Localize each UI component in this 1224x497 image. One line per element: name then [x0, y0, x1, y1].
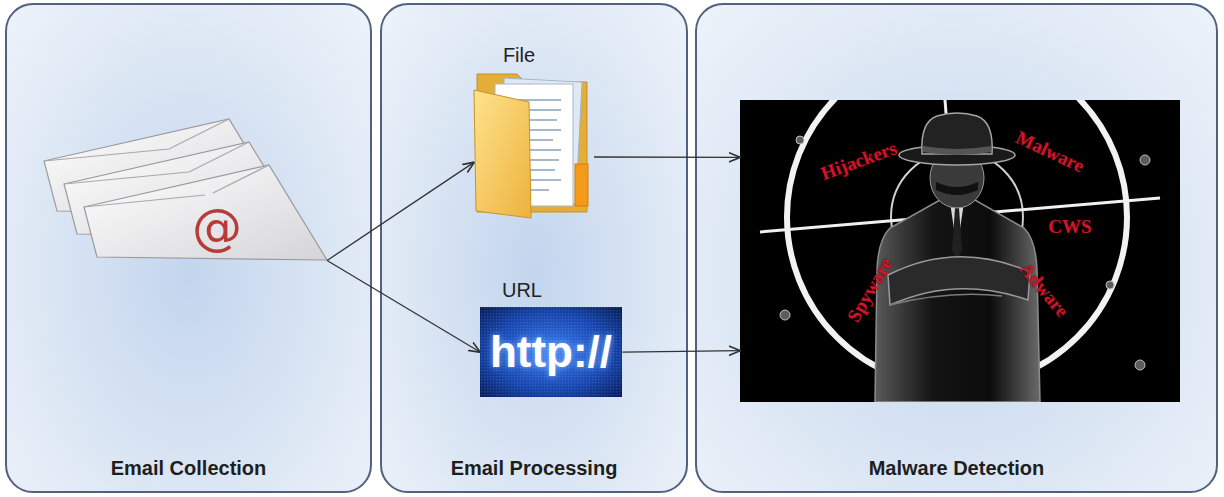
threat-label: CWS	[1048, 216, 1091, 238]
file-icon-node: File	[457, 40, 602, 220]
icon-label: File	[479, 44, 559, 67]
panel-title: Email Collection	[7, 457, 370, 480]
folder-icon	[457, 40, 602, 220]
spy-target-illustration	[740, 100, 1180, 402]
envelope-stack	[37, 107, 337, 272]
stage-panel: Malware Detection HijackersMalwareCWSSpy…	[695, 3, 1218, 493]
stage-panel: Email Collection @	[5, 3, 372, 493]
threat-image-node: HijackersMalwareCWSSpywareAdware	[740, 100, 1180, 402]
panel-title: Email Processing	[382, 457, 686, 480]
envelope-node: @	[37, 107, 337, 272]
envelope-symbol: @	[185, 197, 249, 257]
panel-title: Malware Detection	[697, 457, 1216, 480]
stage-panel: Email Processing File URLht	[380, 3, 688, 493]
url-text: http://	[480, 307, 622, 397]
icon-label: URL	[482, 279, 562, 302]
url-icon-node: URL http://	[472, 277, 632, 399]
